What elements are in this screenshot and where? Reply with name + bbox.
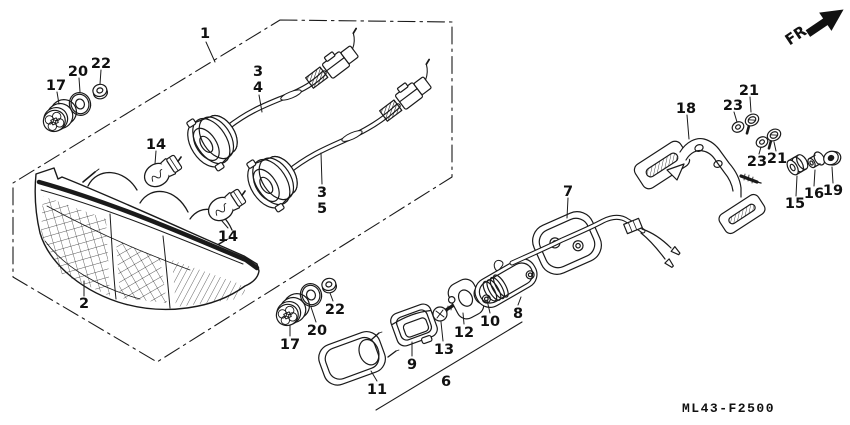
part-number-labels: 1 3 4 3 5 14 14 17 20 22 2 17 20 22 11 9… xyxy=(46,26,843,398)
part-label-19: 19 xyxy=(823,183,843,199)
part-7-base-plate xyxy=(532,211,602,275)
part-label-3a: 3 xyxy=(253,64,263,80)
part-label-21b: 21 xyxy=(767,151,787,167)
part-15-rubber-mount xyxy=(786,154,809,176)
part-label-4: 4 xyxy=(253,80,263,96)
part-label-15: 15 xyxy=(785,196,805,212)
part-label-13: 13 xyxy=(434,342,454,358)
part-label-20b: 20 xyxy=(307,323,327,339)
part-label-18: 18 xyxy=(676,101,696,117)
fr-arrow-icon xyxy=(805,9,844,37)
part-label-6: 6 xyxy=(441,374,451,390)
fr-direction-indicator: FR. xyxy=(782,9,844,49)
part-8-light-base xyxy=(474,258,538,308)
group-6-leader-line xyxy=(375,321,523,411)
part-22-nut-b xyxy=(319,276,339,295)
part-3-4-socket-cord xyxy=(177,27,373,178)
part-23-washer-a xyxy=(729,119,747,135)
license-light-wire xyxy=(509,214,681,268)
part-label-7: 7 xyxy=(563,184,573,200)
part-label-23a: 23 xyxy=(723,98,743,114)
part-label-16: 16 xyxy=(804,186,824,202)
group-1-outline-box xyxy=(12,19,453,363)
drawing-code: ML43-F2500 xyxy=(682,401,775,416)
part-label-3b: 3 xyxy=(317,185,327,201)
leader-lines xyxy=(56,41,834,382)
part-label-22b: 22 xyxy=(325,302,345,318)
part-19-nut xyxy=(823,150,842,166)
part-label-14b: 14 xyxy=(218,229,238,245)
part-17-socket-a xyxy=(36,94,83,136)
part-22-nut-a xyxy=(90,82,110,101)
part-11-housing xyxy=(318,331,400,386)
part-18-bracket xyxy=(633,137,766,235)
part-label-8: 8 xyxy=(513,306,523,322)
part-label-17a: 17 xyxy=(46,78,66,94)
part-label-5: 5 xyxy=(317,201,327,217)
part-label-22a: 22 xyxy=(91,56,111,72)
part-label-17b: 17 xyxy=(280,337,300,353)
part-label-1: 1 xyxy=(200,26,210,42)
part-21-screw-a xyxy=(738,110,764,135)
fr-label: FR. xyxy=(782,19,815,49)
part-label-12: 12 xyxy=(454,325,474,341)
part-label-23b: 23 xyxy=(747,154,767,170)
part-2-taillight-unit xyxy=(34,167,260,311)
part-9-lens xyxy=(390,303,438,347)
part-label-11: 11 xyxy=(367,382,387,398)
part-label-21a: 21 xyxy=(739,83,759,99)
part-label-10: 10 xyxy=(480,314,500,330)
part-16-collar xyxy=(807,151,826,169)
part-label-9: 9 xyxy=(407,357,417,373)
part-label-14a: 14 xyxy=(146,137,166,153)
part-label-2: 2 xyxy=(79,296,89,312)
part-label-20a: 20 xyxy=(68,64,88,80)
part-3-5-socket-cord xyxy=(237,58,446,219)
part-14-bulb-a xyxy=(139,148,189,193)
